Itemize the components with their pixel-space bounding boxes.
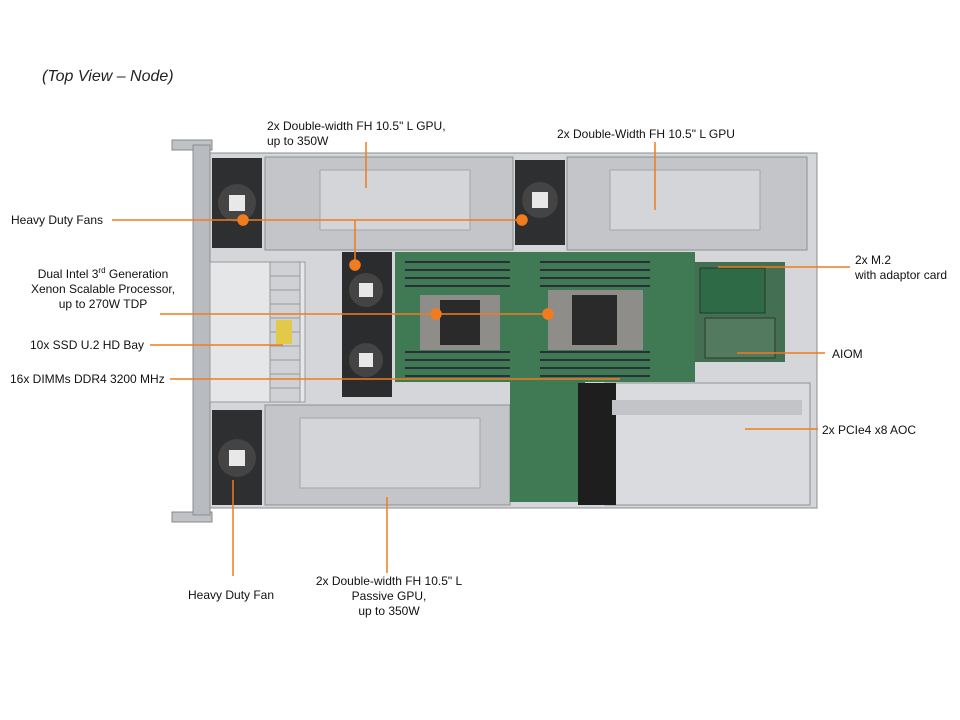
- fan-center-stack: [342, 252, 392, 397]
- gpu-cage-bottom: [264, 404, 511, 506]
- pcie-cage: [578, 382, 811, 506]
- label-aiom: AIOM: [832, 347, 863, 361]
- label-cpu-line1-sup: rd: [98, 266, 106, 275]
- fan-center-top: [515, 160, 565, 245]
- ssd-bay: [209, 261, 306, 403]
- aiom-module: [704, 317, 776, 359]
- label-gpu-top-right: 2x Double-Width FH 10.5" L GPU: [557, 127, 735, 141]
- callout-dot-fan-center: [516, 214, 528, 226]
- callout-dot-cpu-2: [542, 308, 554, 320]
- label-m2: 2x M.2 with adaptor card: [855, 253, 947, 283]
- fan-top-left: [212, 158, 262, 248]
- label-gpu-bottom: 2x Double-width FH 10.5" L Passive GPU, …: [300, 574, 478, 619]
- label-gpu-top-left-line1: 2x Double-width FH 10.5" L GPU,: [267, 119, 446, 133]
- label-pcie: 2x PCIe4 x8 AOC: [822, 423, 917, 437]
- label-cpu-line3: up to 270W TDP: [58, 297, 148, 311]
- label-fan-bottom: Heavy Duty Fan: [188, 588, 275, 602]
- label-fans: Heavy Duty Fans: [11, 213, 104, 227]
- callout-dot-cpu-1: [430, 308, 442, 320]
- label-cpu-line1-post: Generation: [105, 267, 169, 281]
- label-cpu-line2: Xenon Scalable Processor,: [30, 282, 176, 296]
- label-cpu-line1: Dual Intel 3rd Generation: [14, 267, 192, 282]
- label-m2-line1: 2x M.2: [855, 253, 892, 267]
- label-cpu: Dual Intel 3rd Generation Xenon Scalable…: [14, 267, 192, 312]
- cpu-heatsink-2: [548, 290, 643, 350]
- dimm-slots: [405, 261, 650, 377]
- fan-bottom-left: [212, 410, 262, 505]
- label-m2-line2: with adaptor card: [855, 268, 948, 282]
- gpu-cage-top-left: [264, 156, 514, 251]
- label-gpu-bottom-line2: Passive GPU,: [351, 589, 427, 603]
- label-gpu-top-left-line2: up to 350W: [267, 134, 329, 148]
- page-title: (Top View – Node): [42, 68, 174, 85]
- label-gpu-bottom-line1: 2x Double-width FH 10.5" L: [315, 574, 463, 588]
- label-gpu-top-left: 2x Double-width FH 10.5" L GPU, up to 35…: [267, 119, 446, 149]
- callout-lines: [112, 142, 850, 576]
- label-gpu-bottom-line3: up to 350W: [358, 604, 420, 618]
- gpu-cage-top-right: [566, 156, 808, 251]
- label-dimm: 16x DIMMs DDR4 3200 MHz: [10, 372, 165, 386]
- label-ssd: 10x SSD U.2 HD Bay: [30, 338, 145, 352]
- cpu-heatsink-1: [420, 295, 500, 350]
- label-cpu-line1-pre: Dual Intel 3: [37, 267, 99, 281]
- callout-dot-fan-left: [237, 214, 249, 226]
- callout-dot-fan-stack: [349, 259, 361, 271]
- m2-adaptor-card: [699, 267, 766, 314]
